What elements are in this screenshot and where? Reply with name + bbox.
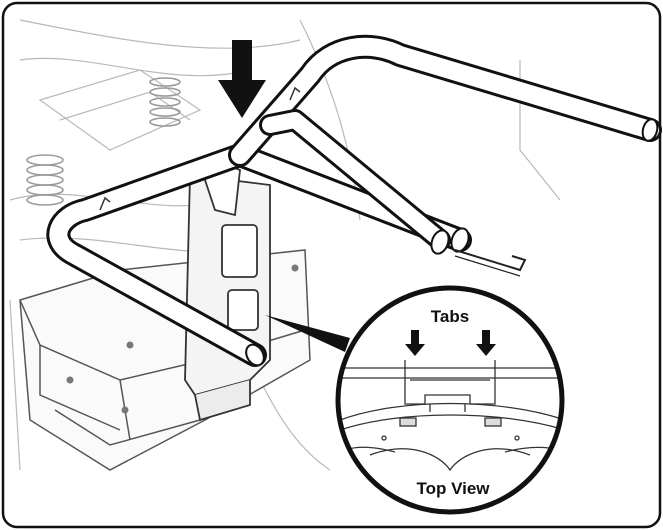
tube-ends <box>245 118 659 367</box>
tabs-label: Tabs <box>431 307 469 326</box>
tab-arrow-right-icon <box>476 330 496 356</box>
roll-bar <box>46 34 662 367</box>
spring-left <box>26 154 64 206</box>
callout-leader <box>265 315 350 352</box>
top-view-label: Top View <box>416 479 490 498</box>
tab-arrow-left-icon <box>405 330 425 356</box>
wire-hook <box>454 249 527 272</box>
frame-screws <box>99 86 301 211</box>
wire-hook-shadow <box>454 255 521 277</box>
spring-right <box>149 77 181 127</box>
top-view-callout: Tabs Top View <box>335 285 565 515</box>
downward-arrow-icon <box>218 40 266 118</box>
